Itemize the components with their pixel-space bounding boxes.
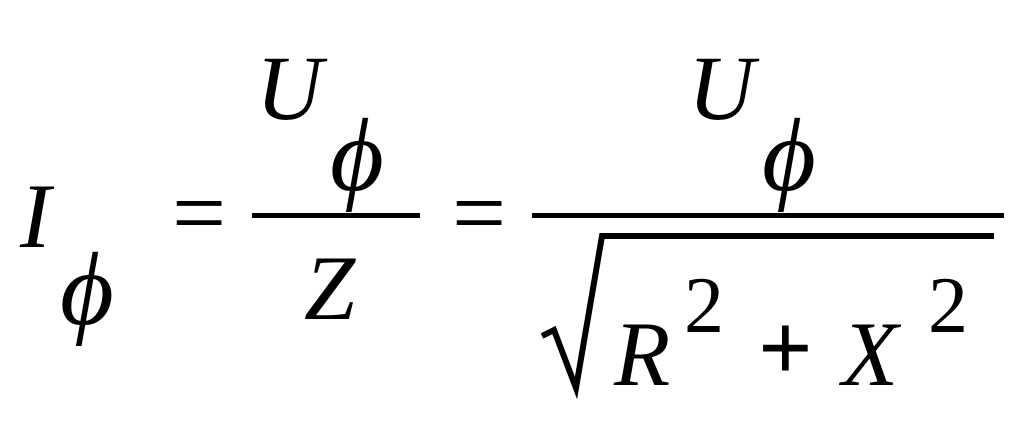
lhs-subscript: ϕ (60, 232, 114, 347)
fraction-2-numerator-symbol: U (688, 37, 755, 139)
square-root-icon (540, 233, 994, 400)
fraction-2-denominator-term-1: R (614, 303, 671, 405)
fraction-1-bar (252, 213, 420, 218)
fraction-2-denominator-exponent-2: 2 (928, 262, 968, 350)
fraction-2-denominator-term-2: X (842, 303, 899, 405)
lhs-symbol: I (20, 165, 51, 267)
equals-sign-1: = (172, 159, 227, 266)
fraction-1-numerator-symbol: U (256, 37, 323, 139)
fraction-2-denominator-exponent-1: 2 (684, 262, 724, 350)
fraction-2-bar (532, 213, 1004, 218)
fraction-2-denominator-plus: + (758, 294, 813, 401)
fraction-1-numerator-subscript: ϕ (330, 98, 384, 213)
equals-sign-2: = (452, 159, 507, 266)
fraction-2-numerator-subscript: ϕ (762, 98, 816, 213)
fraction-1-denominator: Z (304, 237, 356, 339)
